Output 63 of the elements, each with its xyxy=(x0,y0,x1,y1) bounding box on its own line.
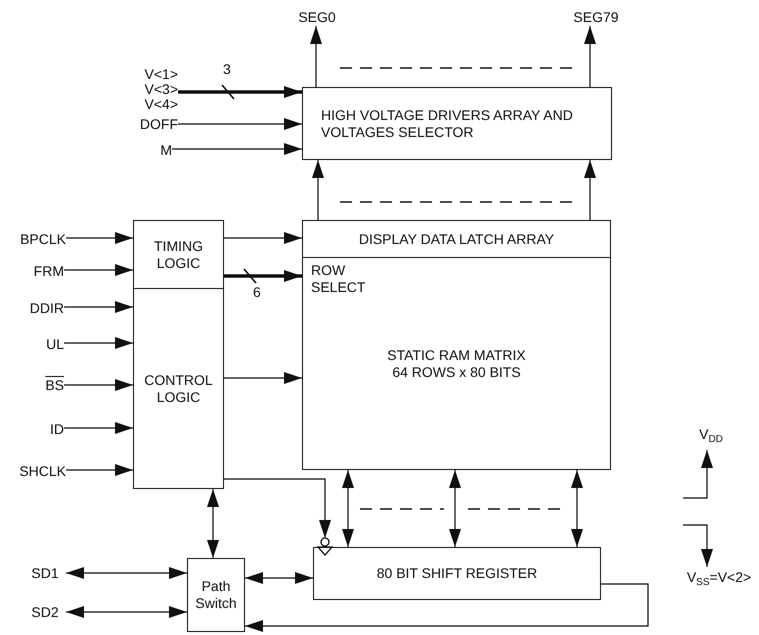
signal-label: FRM xyxy=(34,264,64,278)
block-box xyxy=(133,220,224,289)
arrow xyxy=(64,337,133,349)
arrow xyxy=(64,422,133,434)
block-label: TIMING LOGIC xyxy=(153,238,204,272)
arrow xyxy=(172,143,302,155)
arrow xyxy=(584,26,596,87)
arrow xyxy=(449,470,461,547)
signal-label: SHCLK xyxy=(19,464,66,478)
signal-label: V<3> xyxy=(144,82,178,96)
edge-label: 6 xyxy=(252,285,262,300)
block-box xyxy=(302,220,611,258)
block-label: DISPLAY DATA LATCH ARRAY xyxy=(358,230,554,248)
edge-label: 3 xyxy=(222,62,232,77)
arrow xyxy=(683,524,713,567)
arrow xyxy=(66,606,187,618)
block-box xyxy=(313,547,601,600)
block-box xyxy=(187,558,245,632)
arrow xyxy=(584,160,596,220)
arrow xyxy=(310,26,322,87)
signal-label: SD1 xyxy=(31,566,59,580)
arrow xyxy=(66,232,133,244)
block-label: Path Switch xyxy=(195,578,237,612)
arrow xyxy=(66,464,133,476)
block-box xyxy=(302,87,612,160)
block-box xyxy=(133,288,224,489)
block-box xyxy=(302,257,611,470)
signal-label: UL xyxy=(46,336,64,352)
arrow xyxy=(207,489,219,558)
signal-label: V$_{DD}$ xyxy=(699,427,723,447)
arrow xyxy=(66,567,187,579)
arrow xyxy=(64,301,133,313)
signal-label: DDIR xyxy=(30,300,64,316)
arrow xyxy=(245,572,313,584)
arrow xyxy=(224,270,302,282)
arrow xyxy=(224,478,331,538)
arrow xyxy=(178,86,302,98)
signal-label: V<4> xyxy=(144,96,178,112)
arrow xyxy=(571,470,583,547)
signal-label: SEG0 xyxy=(298,10,336,24)
arrow xyxy=(224,232,302,244)
signal-label: BS xyxy=(45,378,64,392)
arrow xyxy=(245,583,649,632)
block-label: ROW SELECT xyxy=(311,262,366,296)
block-label: 80 BIT SHIFT REGISTER xyxy=(376,565,538,582)
signal-label: BPCLK xyxy=(20,232,66,246)
arrow xyxy=(342,470,354,547)
signal-label: V$_{SS}$=V<2> xyxy=(686,570,752,590)
arrow xyxy=(312,160,324,220)
signal-label: SD2 xyxy=(31,604,59,620)
arrow xyxy=(64,264,133,276)
signal-label: DOFF xyxy=(140,116,178,132)
signal-label: SEG79 xyxy=(573,10,619,24)
arrow xyxy=(178,118,302,130)
signal-label: M xyxy=(160,142,172,158)
signal-label: ID xyxy=(50,422,64,436)
arrow xyxy=(224,372,302,384)
block-label: CONTROL LOGIC xyxy=(143,372,214,406)
block-label: HIGH VOLTAGE DRIVERS ARRAY AND VOLTAGES SELECTOR xyxy=(321,106,574,140)
arrow xyxy=(683,450,713,499)
block-label: STATIC RAM MATRIX 64 ROWS x 80 BITS xyxy=(386,346,527,380)
arrow xyxy=(64,379,133,391)
signal-label: V<1> xyxy=(144,66,178,82)
